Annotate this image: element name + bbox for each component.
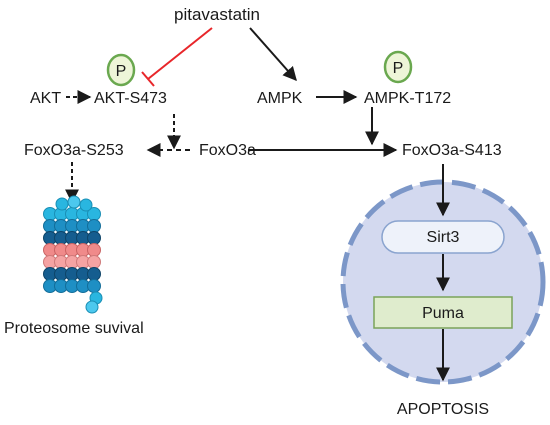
svg-text:P: P	[116, 63, 127, 80]
label-foxo3a-s413: FoxO3a-S413	[402, 142, 502, 159]
inhibition-pitavastatin-akt	[147, 27, 213, 80]
label-ampk-t172: AMPK-T172	[364, 90, 451, 107]
label-akt-s473: AKT-S473	[94, 90, 167, 107]
label-pitavastatin: pitavastatin	[174, 5, 260, 24]
sirt3-box: Sirt3	[381, 220, 505, 254]
proteasome-subunit	[87, 243, 101, 257]
phospho-badge-ampk: P	[383, 50, 413, 84]
label-sirt3: Sirt3	[427, 229, 460, 246]
proteasome-subunit	[85, 300, 99, 314]
proteasome-subunit	[55, 197, 69, 211]
proteasome-subunit	[87, 279, 101, 293]
label-proteosome: Proteosome suvival	[4, 320, 144, 337]
proteasome-subunit	[67, 195, 81, 209]
label-foxo3a-s253: FoxO3a-S253	[24, 142, 124, 159]
proteasome-subunit	[87, 231, 101, 245]
label-puma: Puma	[422, 305, 464, 322]
label-akt: AKT	[30, 90, 61, 107]
inhibition-bar	[141, 71, 155, 87]
arrow-pitavastatin-to-ampk	[249, 27, 297, 82]
proteasome-icon	[43, 195, 103, 314]
phospho-badge-akt: P	[106, 53, 136, 87]
label-foxo3a: FoxO3a	[199, 142, 256, 159]
proteasome-subunit	[87, 267, 101, 281]
proteasome-subunit	[79, 198, 93, 212]
label-ampk: AMPK	[257, 90, 303, 107]
proteasome-subunit	[87, 255, 101, 269]
svg-text:P: P	[393, 60, 404, 77]
label-apoptosis: APOPTOSIS	[397, 401, 489, 418]
proteasome-subunit	[87, 219, 101, 233]
puma-box: Puma	[373, 296, 513, 329]
